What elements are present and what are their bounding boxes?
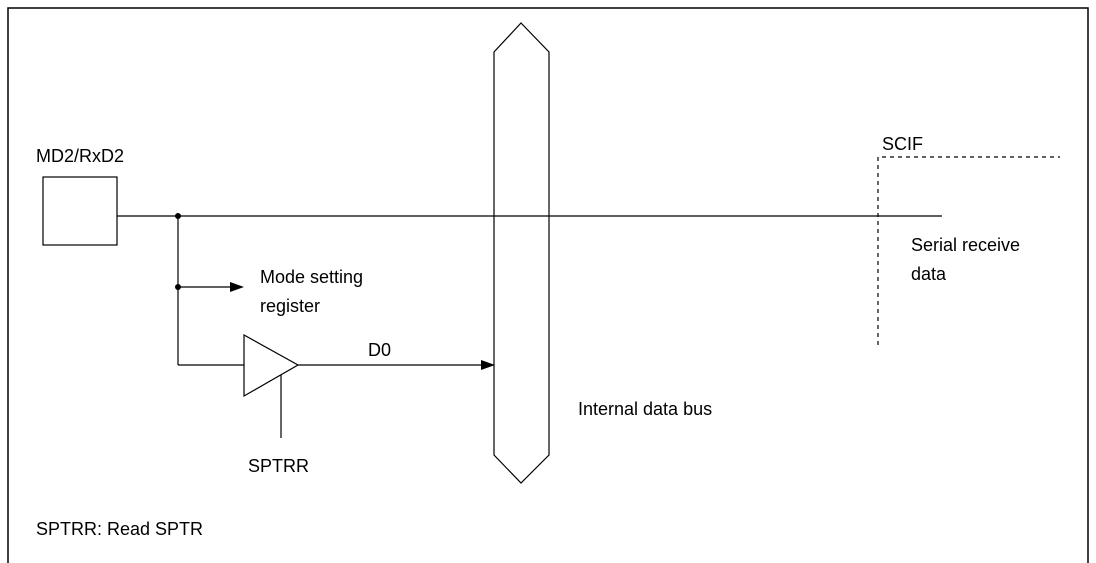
internal-data-bus bbox=[493, 22, 550, 484]
scif-label: SCIF bbox=[882, 134, 923, 154]
frame-border bbox=[7, 7, 1089, 563]
sptrr-label: SPTRR bbox=[248, 456, 309, 476]
pin-label: MD2/RxD2 bbox=[36, 146, 124, 166]
junction-dot-top bbox=[175, 213, 181, 219]
pin-box bbox=[42, 176, 118, 246]
d0-label: D0 bbox=[368, 340, 391, 360]
mode-register-label-2: register bbox=[260, 296, 320, 316]
mode-register-arrowhead bbox=[230, 282, 244, 292]
mode-register-label-1: Mode setting bbox=[260, 267, 363, 287]
scif-boundary bbox=[877, 156, 1060, 345]
serial-receive-label-1: Serial receive bbox=[911, 235, 1020, 255]
serial-receive-label-2: data bbox=[911, 264, 947, 284]
footnote: SPTRR: Read SPTR bbox=[36, 519, 203, 539]
internal-bus-label: Internal data bus bbox=[578, 399, 712, 419]
d0-arrowhead bbox=[481, 360, 495, 370]
buffer-triangle bbox=[243, 333, 300, 398]
